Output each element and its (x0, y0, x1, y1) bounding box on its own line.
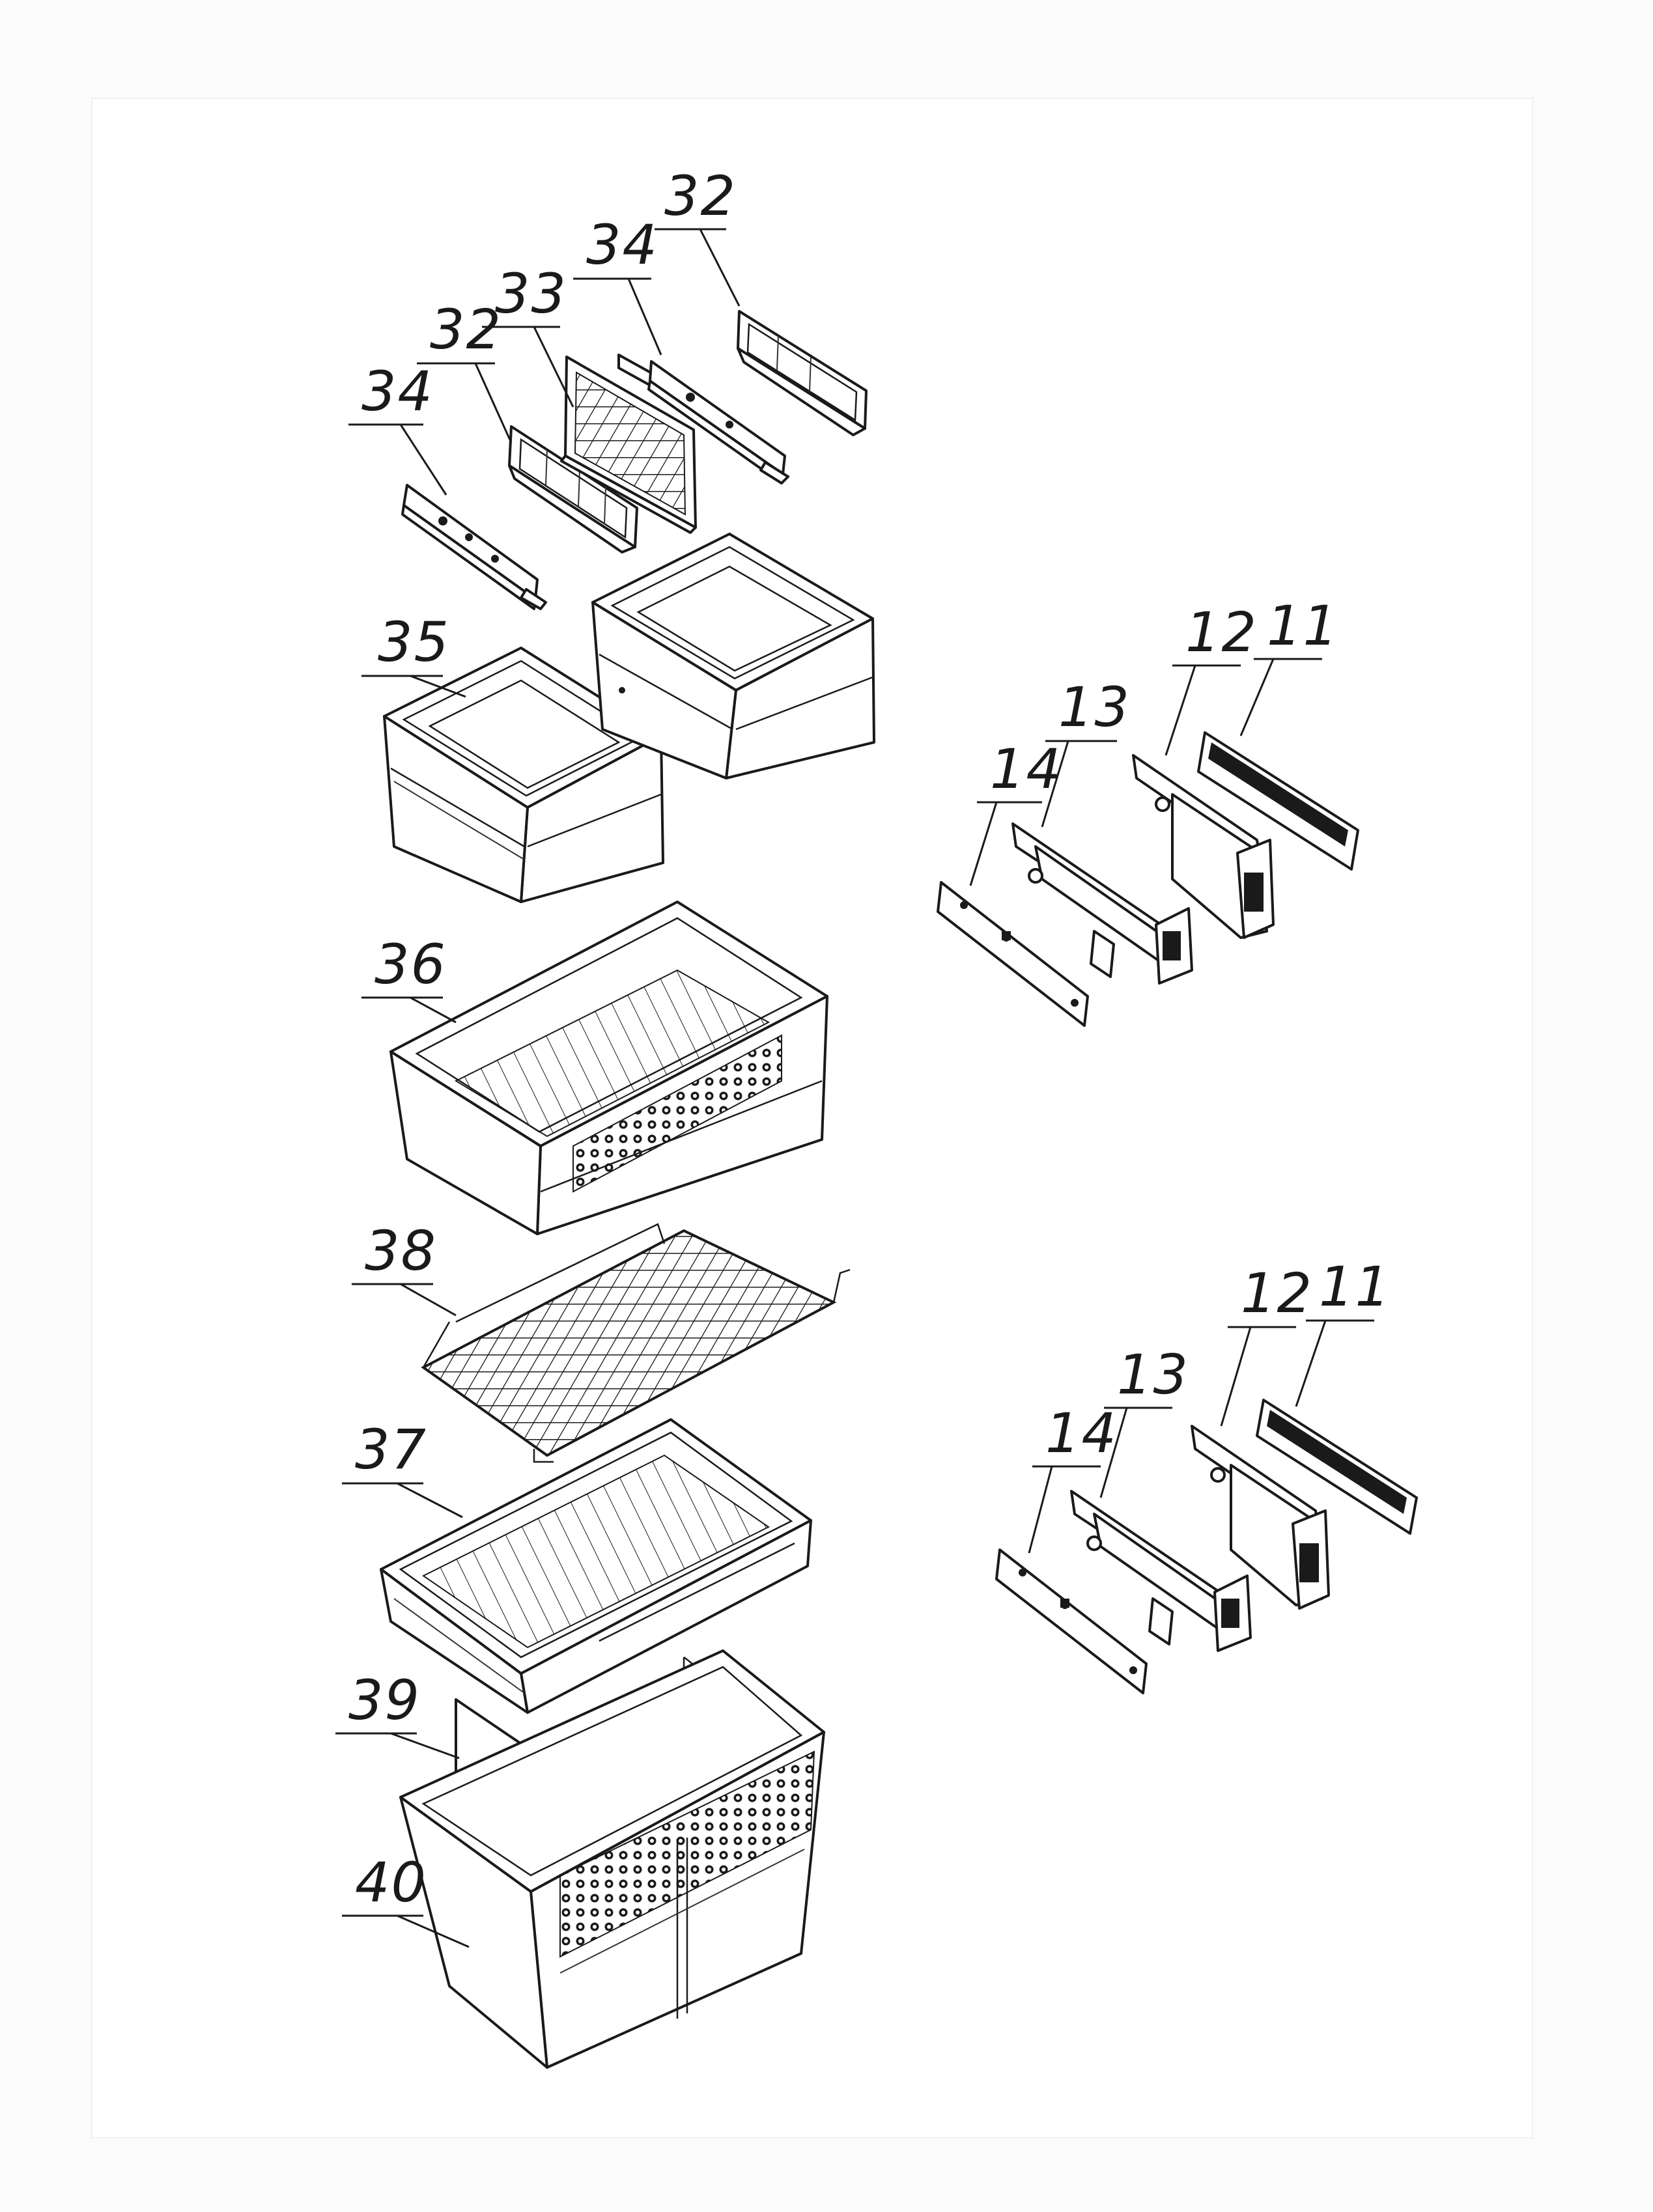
callout-14-a: 14 (969, 737, 1062, 886)
callout-label: 39 (348, 1668, 421, 1732)
part-35-drawer-left (383, 647, 664, 903)
callout-38: 38 (352, 1219, 457, 1317)
callout-34-left: 34 (348, 359, 447, 496)
callout-32-mid: 32 (417, 298, 513, 443)
callout-37: 37 (342, 1418, 463, 1519)
part-12-bracket-a (1132, 754, 1275, 939)
part-38-wire-shelf (421, 1223, 851, 1463)
callout-label: 34 (361, 359, 434, 423)
callout-11-a: 11 (1239, 594, 1339, 736)
part-13-bracket-a (1011, 822, 1193, 985)
callout-label: 11 (1267, 594, 1339, 658)
callout-35: 35 (361, 610, 466, 698)
callout-12-b: 12 (1220, 1261, 1313, 1427)
callout-label: 33 (495, 262, 567, 326)
callout-label: 14 (1045, 1401, 1118, 1465)
part-13-bracket-b (1070, 1490, 1252, 1652)
part-33-grille-divider (560, 354, 697, 534)
callout-label: 35 (378, 610, 450, 674)
part-11-slide-a (1197, 731, 1359, 871)
callout-label: 32 (430, 298, 502, 361)
part-34-right-rail (647, 360, 789, 484)
part-14-plate-a (937, 881, 1089, 1027)
part-32-mid-frame (508, 425, 638, 553)
callout-34-upper: 34 (573, 213, 662, 356)
callout-label: 40 (355, 1851, 427, 1914)
callout-33: 33 (482, 262, 574, 408)
part-37-shallow-tray (380, 1418, 812, 1714)
callout-39: 39 (335, 1668, 460, 1759)
part-11-slide-b (1256, 1399, 1418, 1535)
callout-13-a: 13 (1041, 675, 1131, 828)
callout-14-b: 14 (1028, 1401, 1118, 1554)
callout-label: 11 (1319, 1255, 1391, 1319)
part-40-basket (399, 1649, 825, 2069)
callout-label: 38 (365, 1219, 437, 1283)
callout-label: 13 (1117, 1343, 1189, 1407)
part-32-right-frame (737, 310, 868, 436)
callout-32-top: 32 (655, 164, 741, 307)
part-14-plate-b (995, 1548, 1148, 1694)
callout-label: 13 (1058, 675, 1131, 739)
callout-11-b: 11 (1295, 1255, 1391, 1407)
callout-label: 36 (374, 932, 447, 996)
callout-36: 36 (361, 932, 457, 1024)
callout-label: 12 (1185, 600, 1258, 664)
callout-label: 14 (990, 737, 1062, 801)
callout-label: 12 (1241, 1261, 1313, 1325)
part-36-tray (389, 901, 828, 1235)
callout-13-b: 13 (1099, 1343, 1189, 1498)
callout-label: 34 (586, 213, 658, 277)
part-35-drawer-right (591, 533, 875, 779)
callout-12-a: 12 (1165, 600, 1258, 756)
callout-40: 40 (342, 1851, 470, 1948)
part-12-bracket-b (1191, 1425, 1330, 1610)
callout-label: 37 (355, 1418, 427, 1481)
part-34-left-rail (401, 484, 547, 610)
callout-label: 32 (664, 164, 737, 228)
